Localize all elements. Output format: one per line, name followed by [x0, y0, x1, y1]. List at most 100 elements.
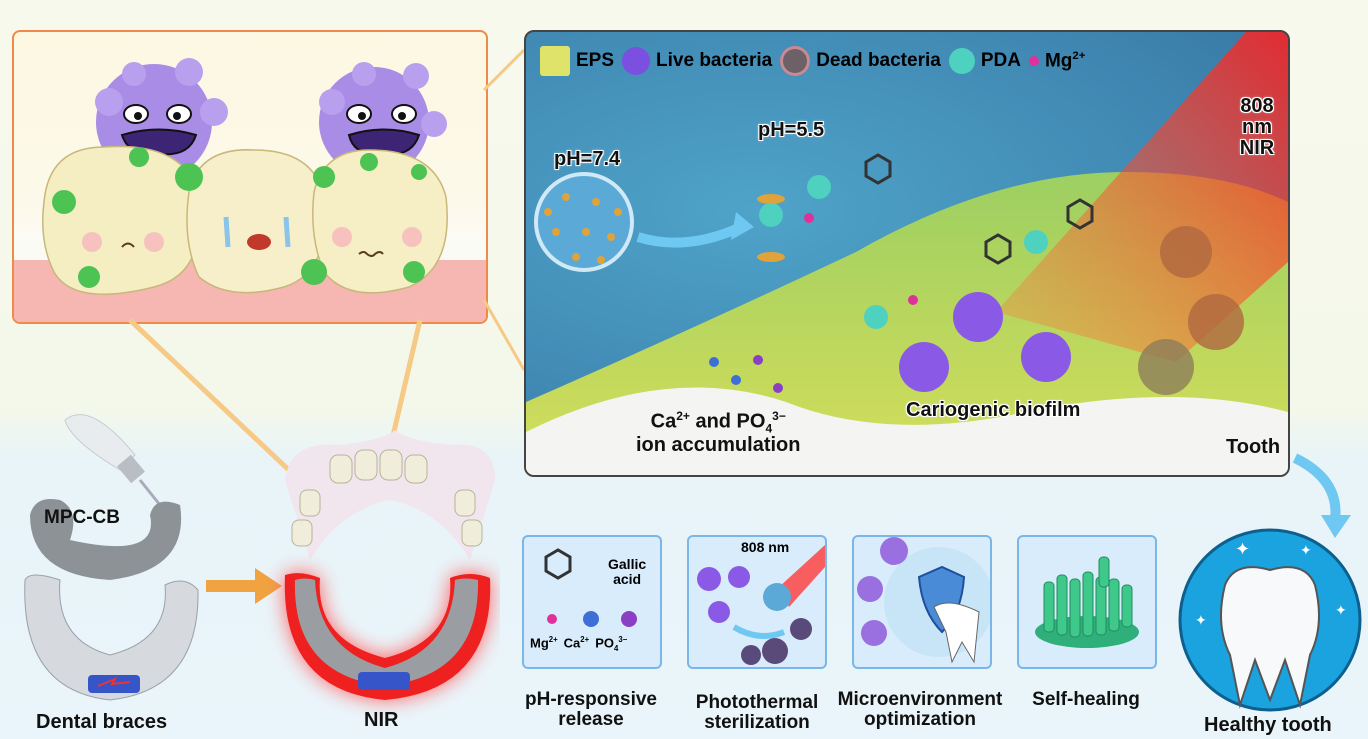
mechanism-panel: EPS Live bacteria Dead bacteria PDA Mg2+…	[524, 30, 1290, 477]
caries-scene	[42, 58, 448, 296]
pda-sphere-icon	[948, 48, 975, 74]
connector-line	[482, 48, 526, 92]
live-bacteria-icon	[728, 566, 750, 588]
gallic-acid-molecule-icon	[864, 153, 892, 185]
pda-sphere-icon	[864, 305, 888, 329]
connector-line	[482, 299, 526, 371]
svg-text:✦: ✦	[1195, 612, 1207, 628]
card-self-healing	[1017, 535, 1157, 669]
svg-text:✦: ✦	[1335, 602, 1347, 618]
card-photothermal-sterilization: 808 nm	[687, 535, 827, 669]
sparkle-icon: ✦ ✦ ✦ ✦	[1195, 539, 1347, 628]
po4-ion-icon	[773, 383, 783, 393]
pda-sphere-icon	[1024, 230, 1048, 254]
svg-text:✦: ✦	[1235, 539, 1250, 559]
dead-bacteria-icon	[741, 645, 761, 665]
ca-ion-icon	[583, 611, 599, 627]
bacteria-monster-icon	[857, 576, 883, 602]
legend-item-pda: PDA	[948, 48, 1021, 74]
pda-flake-icon	[757, 194, 785, 204]
dead-bacteria-icon	[1160, 226, 1212, 278]
live-bacteria-icon	[899, 342, 949, 392]
mechanism-scene	[526, 32, 1288, 475]
teeth-icon	[291, 449, 483, 547]
mpc-cb-label: MPC-CB	[44, 507, 120, 528]
mg-ion-icon	[1028, 55, 1039, 66]
card-microenvironment-optimization	[852, 535, 992, 669]
hydrogel-pillars-icon	[1043, 556, 1133, 638]
caption-self-healing: Self-healing	[1032, 689, 1140, 710]
syringe-icon	[64, 414, 162, 506]
card-laser-label: 808 nm	[741, 539, 790, 555]
nanoparticle-icon	[763, 583, 791, 611]
laser-type: NIR	[1239, 137, 1275, 159]
gallic-acid-molecule-icon	[544, 548, 572, 580]
release-arrow-head-icon	[731, 212, 754, 240]
curved-arrow-icon	[1292, 453, 1351, 538]
bacteria-monster-icon	[861, 620, 887, 646]
legend-item-eps: EPS	[540, 46, 614, 76]
mg-ion-icon	[547, 614, 557, 624]
nir-laser-beam	[996, 32, 1288, 362]
pda-sphere-icon	[759, 203, 783, 227]
bacteria-monster-icon	[319, 62, 447, 177]
svg-text:✦: ✦	[1300, 542, 1312, 558]
live-bacteria-icon	[708, 601, 730, 623]
gallic-acid-molecule-icon	[984, 233, 1012, 265]
tooth-icon	[933, 602, 980, 664]
release-arrow-icon	[636, 222, 744, 248]
legend-item-dead-bacteria: Dead bacteria	[780, 46, 941, 76]
live-bacteria-icon	[1021, 332, 1071, 382]
live-bacteria-icon	[622, 47, 651, 75]
process-arrow-icon	[206, 568, 282, 604]
gallic-acid-molecule-icon	[1066, 198, 1094, 230]
dead-bacteria-icon	[780, 46, 811, 76]
ion-accumulation-label: Ca2+ and PO43− ion accumulation	[636, 409, 801, 457]
dead-bacteria-icon	[1138, 339, 1194, 395]
arrow-icon	[732, 624, 786, 639]
eps-swatch-icon	[540, 46, 570, 76]
ion-labels: Mg2+ Ca2+ PO43−	[530, 635, 628, 653]
biofilm-label: Cariogenic biofilm	[906, 399, 1081, 421]
connector-line	[128, 318, 312, 492]
laser-label: 808 nm NIR	[1226, 96, 1288, 159]
pda-sphere-icon	[807, 175, 831, 199]
legend-item-live-bacteria: Live bacteria	[622, 47, 772, 75]
lightning-badge-icon	[358, 672, 410, 690]
live-bacteria-icon	[953, 292, 1003, 342]
plaque-icon	[52, 147, 427, 288]
healthy-tooth-label: Healthy tooth	[1204, 714, 1332, 736]
legend-item-mg: Mg2+	[1028, 49, 1086, 72]
dead-bacteria-icon	[1188, 294, 1244, 350]
crying-tooth-icon	[186, 149, 326, 294]
braces-scene	[24, 414, 495, 701]
po4-ion-icon	[753, 355, 763, 365]
mg-label: Mg2+	[1044, 49, 1086, 72]
po4-ion-icon	[621, 611, 637, 627]
ca-ion-icon	[731, 375, 741, 385]
dental-braces-icon	[24, 574, 199, 701]
ca-ion-icon	[709, 357, 719, 367]
legend: EPS Live bacteria Dead bacteria PDA Mg2+	[540, 46, 1085, 76]
dental-braces-label: Dental braces	[36, 711, 168, 733]
dead-bacteria-icon	[790, 618, 812, 640]
laser-beam-icon	[779, 545, 825, 607]
dead-bacteria-icon	[762, 638, 788, 664]
tooth-surface	[526, 387, 1288, 475]
healthy-tooth-badge: ✦ ✦ ✦ ✦	[1178, 528, 1362, 712]
decayed-tooth-icon	[42, 145, 200, 296]
nanoparticle-icon	[534, 172, 634, 272]
caries-illustration-panel	[12, 30, 488, 324]
laser-wavelength: 808 nm	[1240, 95, 1274, 138]
mpc-cb-tray	[30, 499, 182, 580]
ph-acidic-label: pH=5.5	[758, 119, 825, 141]
ph-neutral-label: pH=7.4	[554, 148, 621, 170]
strong-tooth-icon	[1220, 566, 1320, 709]
tooth-label: Tooth	[1226, 436, 1281, 458]
pda-flake-icon	[757, 252, 785, 262]
